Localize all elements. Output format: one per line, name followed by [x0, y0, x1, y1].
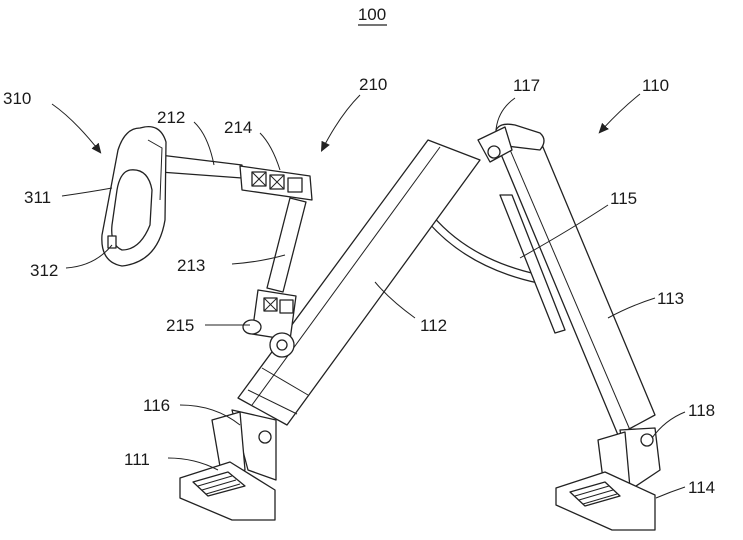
label-112: 112: [420, 316, 447, 335]
label-115: 115: [610, 189, 637, 208]
label-310: 310: [3, 89, 31, 108]
arm-212-rod: [160, 155, 242, 178]
label-214: 214: [224, 118, 252, 137]
label-114: 114: [688, 478, 715, 497]
figure-title: 100: [358, 5, 386, 24]
label-117: 117: [513, 76, 540, 95]
arm-213-rod: [267, 198, 306, 292]
label-111: 111: [124, 450, 150, 469]
label-118: 118: [688, 401, 715, 420]
rear-leg-113: [493, 124, 655, 435]
label-116: 116: [143, 396, 170, 415]
label-312: 312: [30, 261, 58, 280]
label-215: 215: [166, 316, 194, 335]
front-foot-111: [180, 410, 276, 520]
label-213: 213: [177, 256, 205, 275]
label-311: 311: [24, 188, 51, 207]
arm-joint-214: [240, 166, 312, 200]
label-210: 210: [359, 75, 387, 94]
label-110: 110: [642, 76, 669, 95]
label-113: 113: [657, 289, 684, 308]
arm-joint-215: [243, 290, 296, 357]
label-212: 212: [157, 108, 185, 127]
rear-foot-114: [556, 428, 660, 530]
